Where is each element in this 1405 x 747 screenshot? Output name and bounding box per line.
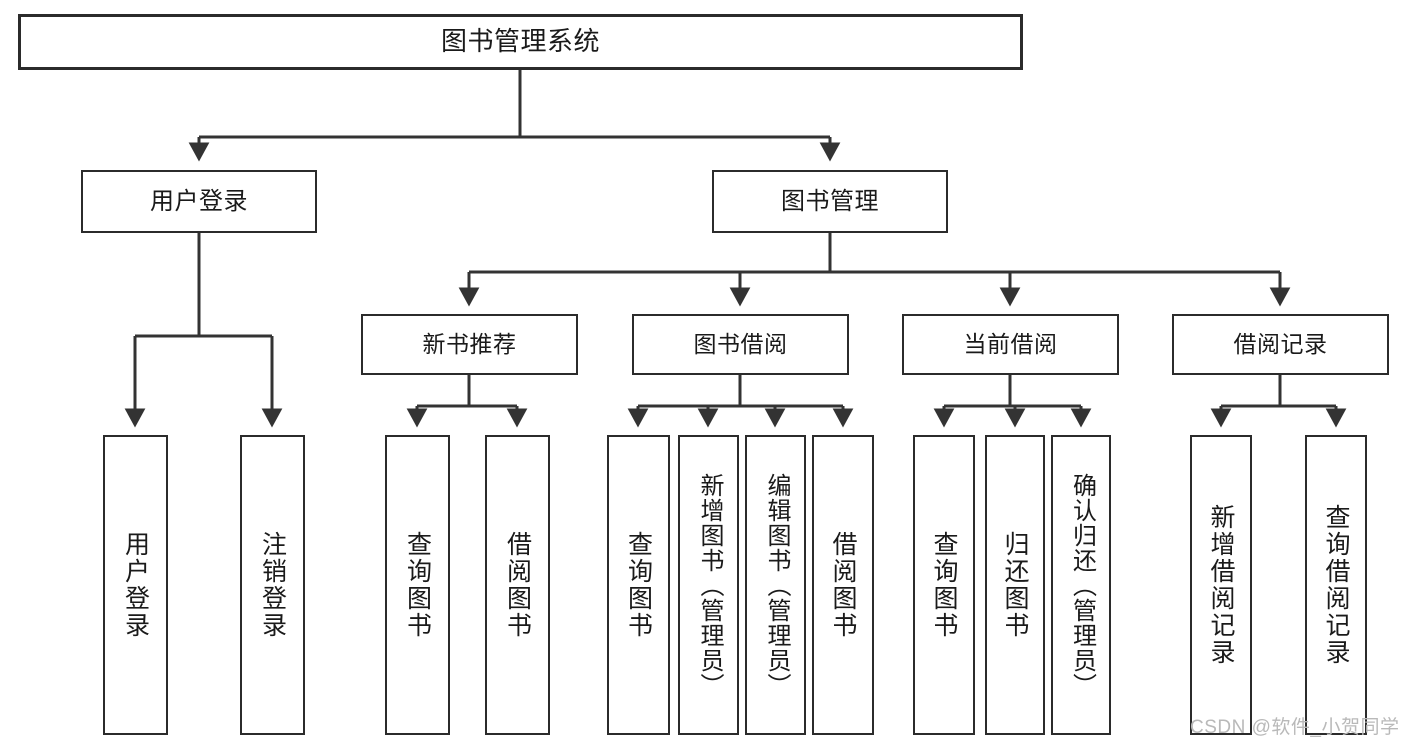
node-book-manage[interactable]: 图书管理 [712,170,948,233]
watermark-label: CSDN @软件_小贺同学 [1190,717,1400,738]
node-leaf-user-login[interactable]: 用户登录 [103,435,168,735]
node-leaf-add-borrow-record[interactable]: 新增借阅记录 [1190,435,1252,735]
node-leaf-query-book-current-label: 查询图书 [930,531,958,639]
node-new-book-recommend-label: 新书推荐 [422,331,517,358]
node-root[interactable]: 图书管理系统 [18,14,1023,70]
node-leaf-user-logout[interactable]: 注销登录 [240,435,305,735]
node-book-borrow[interactable]: 图书借阅 [632,314,849,375]
node-leaf-query-borrow-record-label: 查询借阅记录 [1322,504,1350,666]
node-leaf-edit-book[interactable]: 编辑图书（管理员） [745,435,806,735]
node-leaf-return-book[interactable]: 归还图书 [985,435,1045,735]
node-leaf-query-book-recommend-label: 查询图书 [403,531,432,639]
node-leaf-edit-book-label: 编辑图书（管理员） [762,472,790,698]
node-leaf-confirm-return-label: 确认归还（管理员） [1068,472,1096,698]
node-leaf-confirm-return[interactable]: 确认归还（管理员） [1051,435,1111,735]
node-user-login[interactable]: 用户登录 [81,170,317,233]
node-leaf-borrow-book[interactable]: 借阅图书 [812,435,874,735]
node-root-label: 图书管理系统 [440,26,600,57]
node-new-book-recommend[interactable]: 新书推荐 [361,314,578,375]
node-leaf-borrow-book-recommend-label: 借阅图书 [503,531,532,639]
node-leaf-query-borrow-record[interactable]: 查询借阅记录 [1305,435,1367,735]
node-leaf-query-book-borrow[interactable]: 查询图书 [607,435,670,735]
node-leaf-user-login-label: 用户登录 [121,531,150,639]
node-book-borrow-label: 图书借阅 [693,331,788,358]
node-leaf-return-book-label: 归还图书 [1001,531,1029,639]
node-leaf-add-borrow-record-label: 新增借阅记录 [1207,504,1235,666]
node-current-borrow-label: 当前借阅 [963,331,1058,358]
node-user-login-label: 用户登录 [150,187,248,215]
node-current-borrow[interactable]: 当前借阅 [902,314,1119,375]
node-leaf-query-book-borrow-label: 查询图书 [624,531,653,639]
node-leaf-borrow-book-label: 借阅图书 [829,531,857,639]
node-borrow-record[interactable]: 借阅记录 [1172,314,1389,375]
node-leaf-add-book[interactable]: 新增图书（管理员） [678,435,739,735]
node-leaf-borrow-book-recommend[interactable]: 借阅图书 [485,435,550,735]
node-book-manage-label: 图书管理 [781,187,879,215]
node-leaf-query-book-current[interactable]: 查询图书 [913,435,975,735]
node-leaf-query-book-recommend[interactable]: 查询图书 [385,435,450,735]
node-borrow-record-label: 借阅记录 [1233,331,1328,358]
node-leaf-add-book-label: 新增图书（管理员） [695,472,723,698]
node-leaf-user-logout-label: 注销登录 [258,531,287,639]
